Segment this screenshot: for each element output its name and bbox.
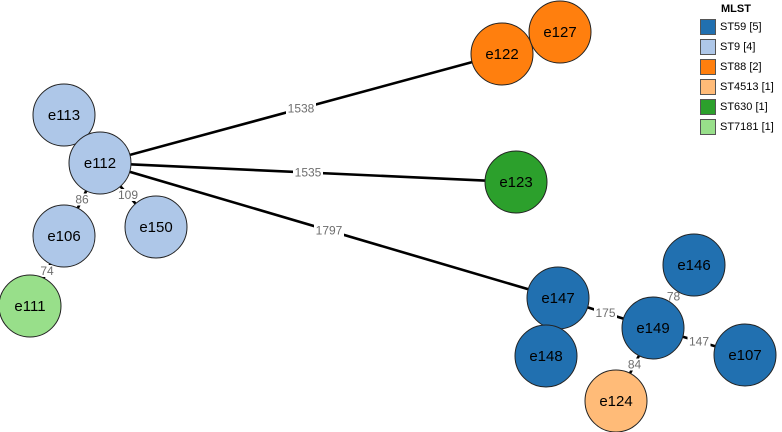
node-circle[interactable] (584, 369, 648, 432)
edge-label: 1797 (316, 224, 343, 238)
node-e112[interactable]: e112 (68, 131, 132, 195)
node-circle[interactable] (621, 296, 685, 360)
node-e106[interactable]: e106 (32, 204, 96, 268)
node-e111[interactable]: e111 (0, 274, 62, 338)
node-label: e147 (541, 290, 574, 307)
legend-item: ST59 [5] (700, 17, 782, 36)
edge-label: 147 (689, 335, 709, 349)
edge-label: 109 (118, 188, 138, 202)
node-circle[interactable] (713, 323, 777, 387)
node-label: e127 (543, 24, 576, 41)
edge-label: 1535 (295, 166, 322, 180)
edge-label: 175 (595, 306, 615, 320)
node-circle[interactable] (0, 274, 62, 338)
edge-label-group: 109 (116, 188, 140, 202)
legend-label: ST630 [1] (720, 100, 768, 113)
legend-items: ST59 [5] ST9 [4] ST88 [2] ST4513 [1] ST6… (700, 17, 782, 136)
edge-label-group: 175 (594, 306, 617, 320)
legend-item: ST9 [4] (700, 37, 782, 56)
node-circle[interactable] (470, 22, 534, 86)
node-e148[interactable]: e148 (514, 324, 578, 388)
legend-label: ST59 [5] (720, 20, 762, 33)
node-e149[interactable]: e149 (621, 296, 685, 360)
legend-swatch (700, 78, 716, 95)
node-circle[interactable] (32, 83, 96, 147)
node-e113[interactable]: e113 (32, 83, 96, 147)
edge-label: 74 (40, 264, 54, 278)
legend-item: ST88 [2] (700, 57, 782, 76)
legend-label: ST9 [4] (720, 40, 756, 53)
edge-label-background (293, 166, 323, 179)
node-circle[interactable] (662, 233, 726, 297)
node-circle[interactable] (528, 0, 592, 64)
node-circle[interactable] (484, 150, 548, 214)
node-label: e106 (47, 228, 80, 245)
edge-label-background (74, 193, 90, 206)
edge-label-group: 86 (74, 193, 90, 207)
node-label: e123 (499, 174, 532, 191)
edge-label: 84 (628, 358, 642, 372)
edge-label-background (626, 358, 643, 371)
edge-label-background (116, 189, 140, 201)
edge-label: 1538 (288, 102, 315, 116)
edge-label-background (665, 290, 682, 303)
legend-item: ST7181 [1] (700, 117, 782, 136)
node-label: e112 (84, 155, 116, 172)
edge-label: 78 (667, 290, 681, 304)
node-label: e122 (485, 46, 518, 63)
node-circle[interactable] (32, 204, 96, 268)
legend: MLST ST59 [5] ST9 [4] ST88 [2] ST4513 [1… (700, 0, 782, 136)
node-circle[interactable] (124, 195, 188, 259)
legend-label: ST4513 [1] (720, 80, 774, 93)
legend-item: ST4513 [1] (700, 77, 782, 96)
node-e147[interactable]: e147 (526, 266, 590, 330)
node-label: e113 (48, 107, 80, 124)
legend-label: ST88 [2] (720, 60, 762, 73)
legend-item: ST630 [1] (700, 97, 782, 116)
node-label: e148 (529, 348, 562, 365)
node-label: e150 (139, 219, 172, 236)
legend-swatch (700, 18, 716, 35)
edge-label-background (286, 102, 316, 115)
edge-label-group: 147 (687, 335, 711, 349)
node-e127[interactable]: e127 (528, 0, 592, 64)
edge-label-group: 78 (665, 290, 682, 304)
edge-label-background (687, 335, 711, 348)
node-e146[interactable]: e146 (662, 233, 726, 297)
node-label: e111 (14, 298, 45, 315)
legend-swatch (700, 38, 716, 55)
edge-label: 86 (75, 193, 89, 207)
edge-label-group: 74 (39, 264, 55, 278)
legend-label: ST7181 [1] (720, 120, 774, 133)
edge-label-background (314, 224, 344, 237)
legend-title: MLST (721, 3, 751, 15)
edge-label-background (594, 307, 617, 319)
node-e123[interactable]: e123 (484, 150, 548, 214)
edge-label-group: 1538 (286, 102, 316, 116)
node-label: e149 (636, 320, 669, 337)
node-e150[interactable]: e150 (124, 195, 188, 259)
node-circle[interactable] (514, 324, 578, 388)
edge-labels-layer: 1538 1535 1797 86 109 74 175 78 147 84 (39, 102, 711, 372)
legend-swatch (700, 58, 716, 75)
edge-label-group: 1797 (314, 224, 344, 238)
edge-label-group: 1535 (293, 166, 323, 180)
node-e107[interactable]: e107 (713, 323, 777, 387)
node-label: e107 (728, 347, 761, 364)
node-e122[interactable]: e122 (470, 22, 534, 86)
legend-swatch (700, 118, 716, 135)
edge-label-group: 84 (626, 358, 643, 372)
edge-label-background (39, 265, 55, 277)
node-e124[interactable]: e124 (584, 369, 648, 432)
node-circle[interactable] (68, 131, 132, 195)
node-label: e146 (677, 257, 710, 274)
node-label: e124 (599, 393, 632, 410)
legend-swatch (700, 98, 716, 115)
